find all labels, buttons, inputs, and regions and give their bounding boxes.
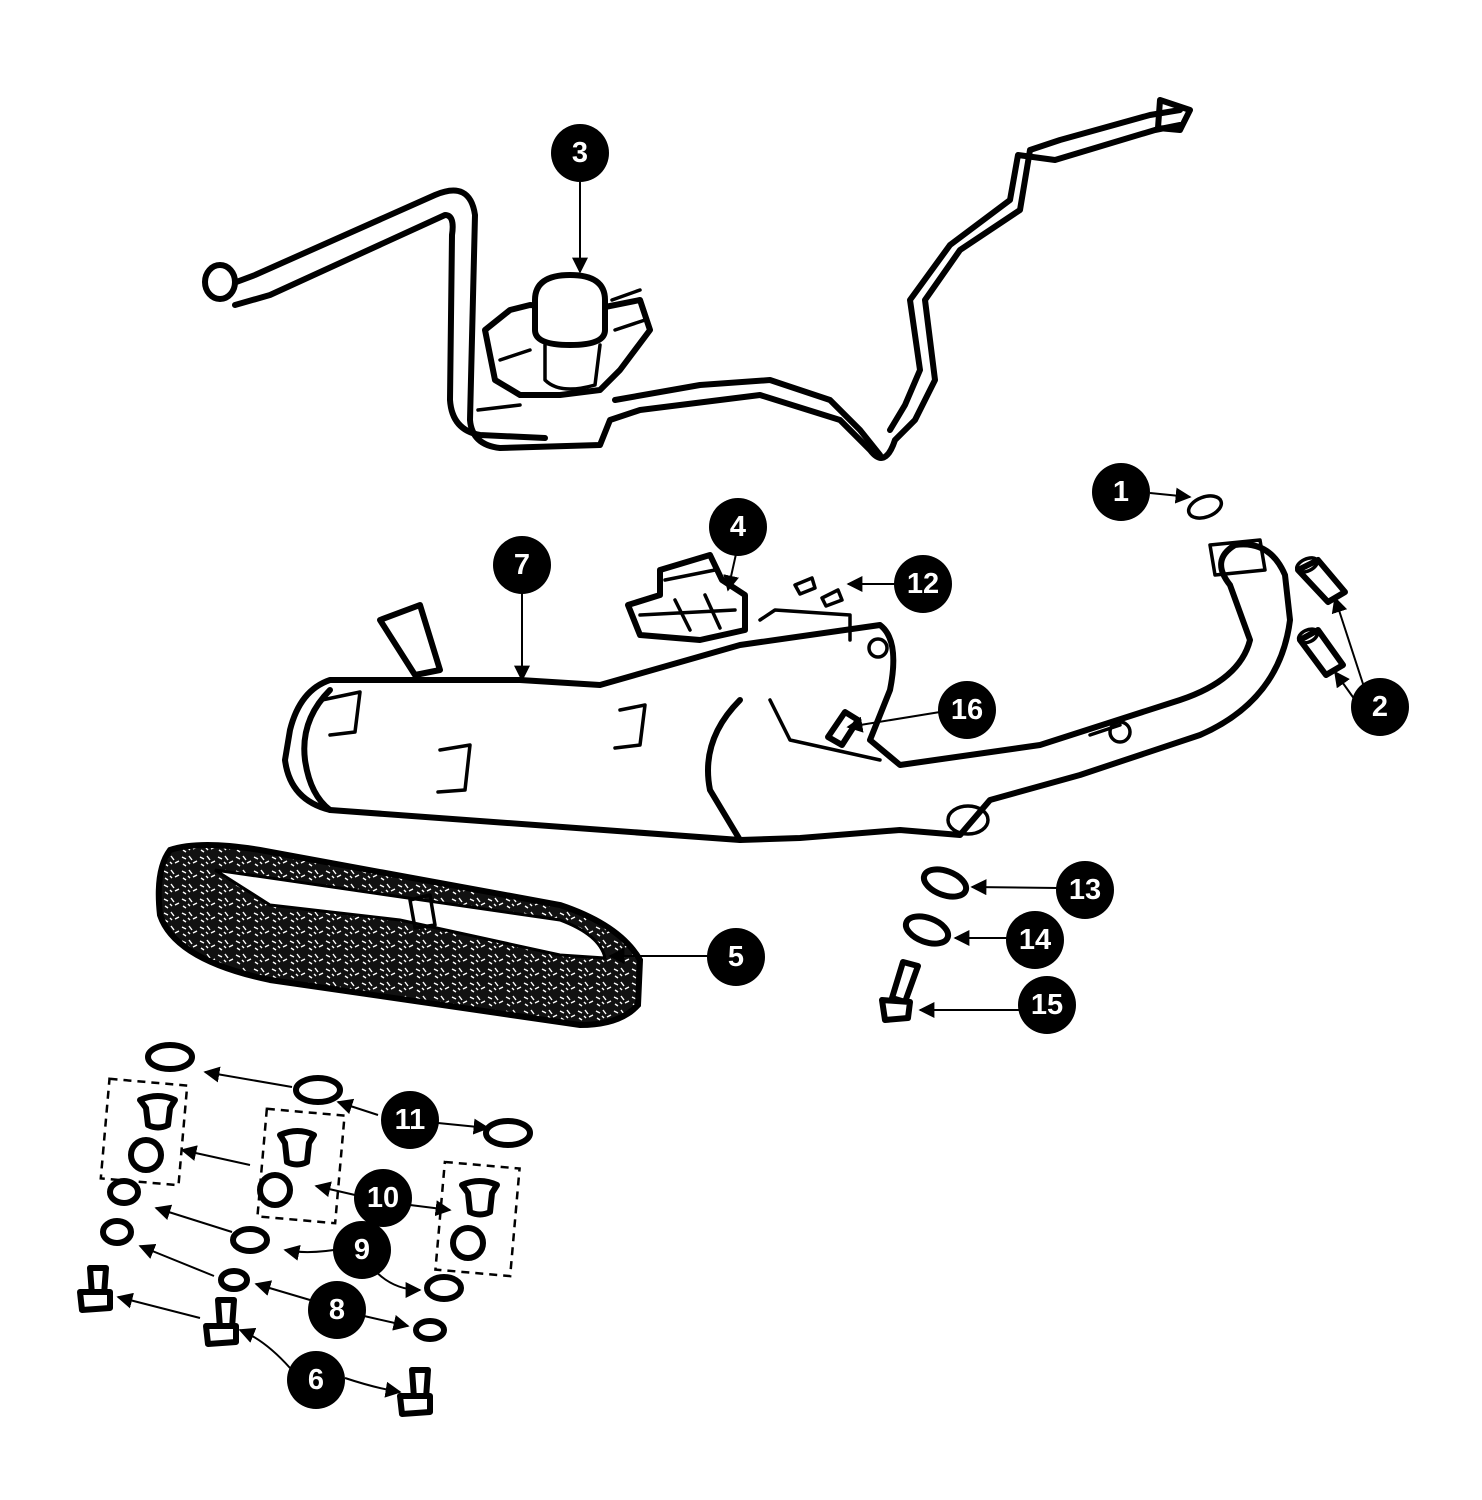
svg-text:16: 16 (951, 694, 983, 726)
leader-lines (116, 182, 1366, 1398)
svg-text:15: 15 (1031, 989, 1063, 1021)
svg-text:11: 11 (395, 1104, 426, 1136)
exhaust-studs (1294, 556, 1348, 678)
svg-text:5: 5 (728, 941, 744, 973)
fastener-kit (77, 1042, 533, 1417)
callout-4: 4 (709, 498, 767, 556)
callout-6: 6 (287, 1351, 345, 1409)
callout-1: 1 (1092, 463, 1150, 521)
svg-text:13: 13 (1069, 874, 1101, 906)
callout-16: 16 (938, 681, 996, 739)
svg-text:3: 3 (572, 137, 588, 169)
washer-13 (920, 866, 970, 900)
callout-3: 3 (551, 124, 609, 182)
air-tube-assembly (202, 97, 1193, 461)
svg-text:2: 2 (1372, 691, 1388, 723)
callout-8: 8 (308, 1281, 366, 1339)
callout-10: 10 (354, 1169, 412, 1227)
svg-text:7: 7 (514, 549, 530, 581)
svg-text:1: 1 (1113, 476, 1129, 508)
callout-12: 12 (894, 555, 952, 613)
svg-text:9: 9 (354, 1234, 370, 1266)
washer-14 (902, 913, 952, 947)
svg-text:8: 8 (329, 1294, 345, 1326)
muffler-assembly (282, 538, 1293, 843)
svg-text:6: 6 (308, 1364, 324, 1396)
svg-text:14: 14 (1019, 924, 1051, 956)
bolt-15 (879, 959, 921, 1023)
callout-13: 13 (1056, 861, 1114, 919)
callout-15: 15 (1018, 976, 1076, 1034)
svg-text:4: 4 (730, 511, 746, 543)
callout-14: 14 (1006, 911, 1064, 969)
callout-5: 5 (707, 928, 765, 986)
small-clips (793, 576, 844, 608)
heat-shield (155, 842, 644, 1029)
callout-9: 9 (333, 1221, 391, 1279)
callout-7: 7 (493, 536, 551, 594)
svg-text:10: 10 (367, 1182, 399, 1214)
svg-text:12: 12 (907, 568, 939, 600)
callout-2: 2 (1351, 678, 1409, 736)
exhaust-gasket (1186, 494, 1224, 520)
callout-11: 11 (381, 1091, 439, 1149)
bracket-assembly (625, 552, 748, 643)
